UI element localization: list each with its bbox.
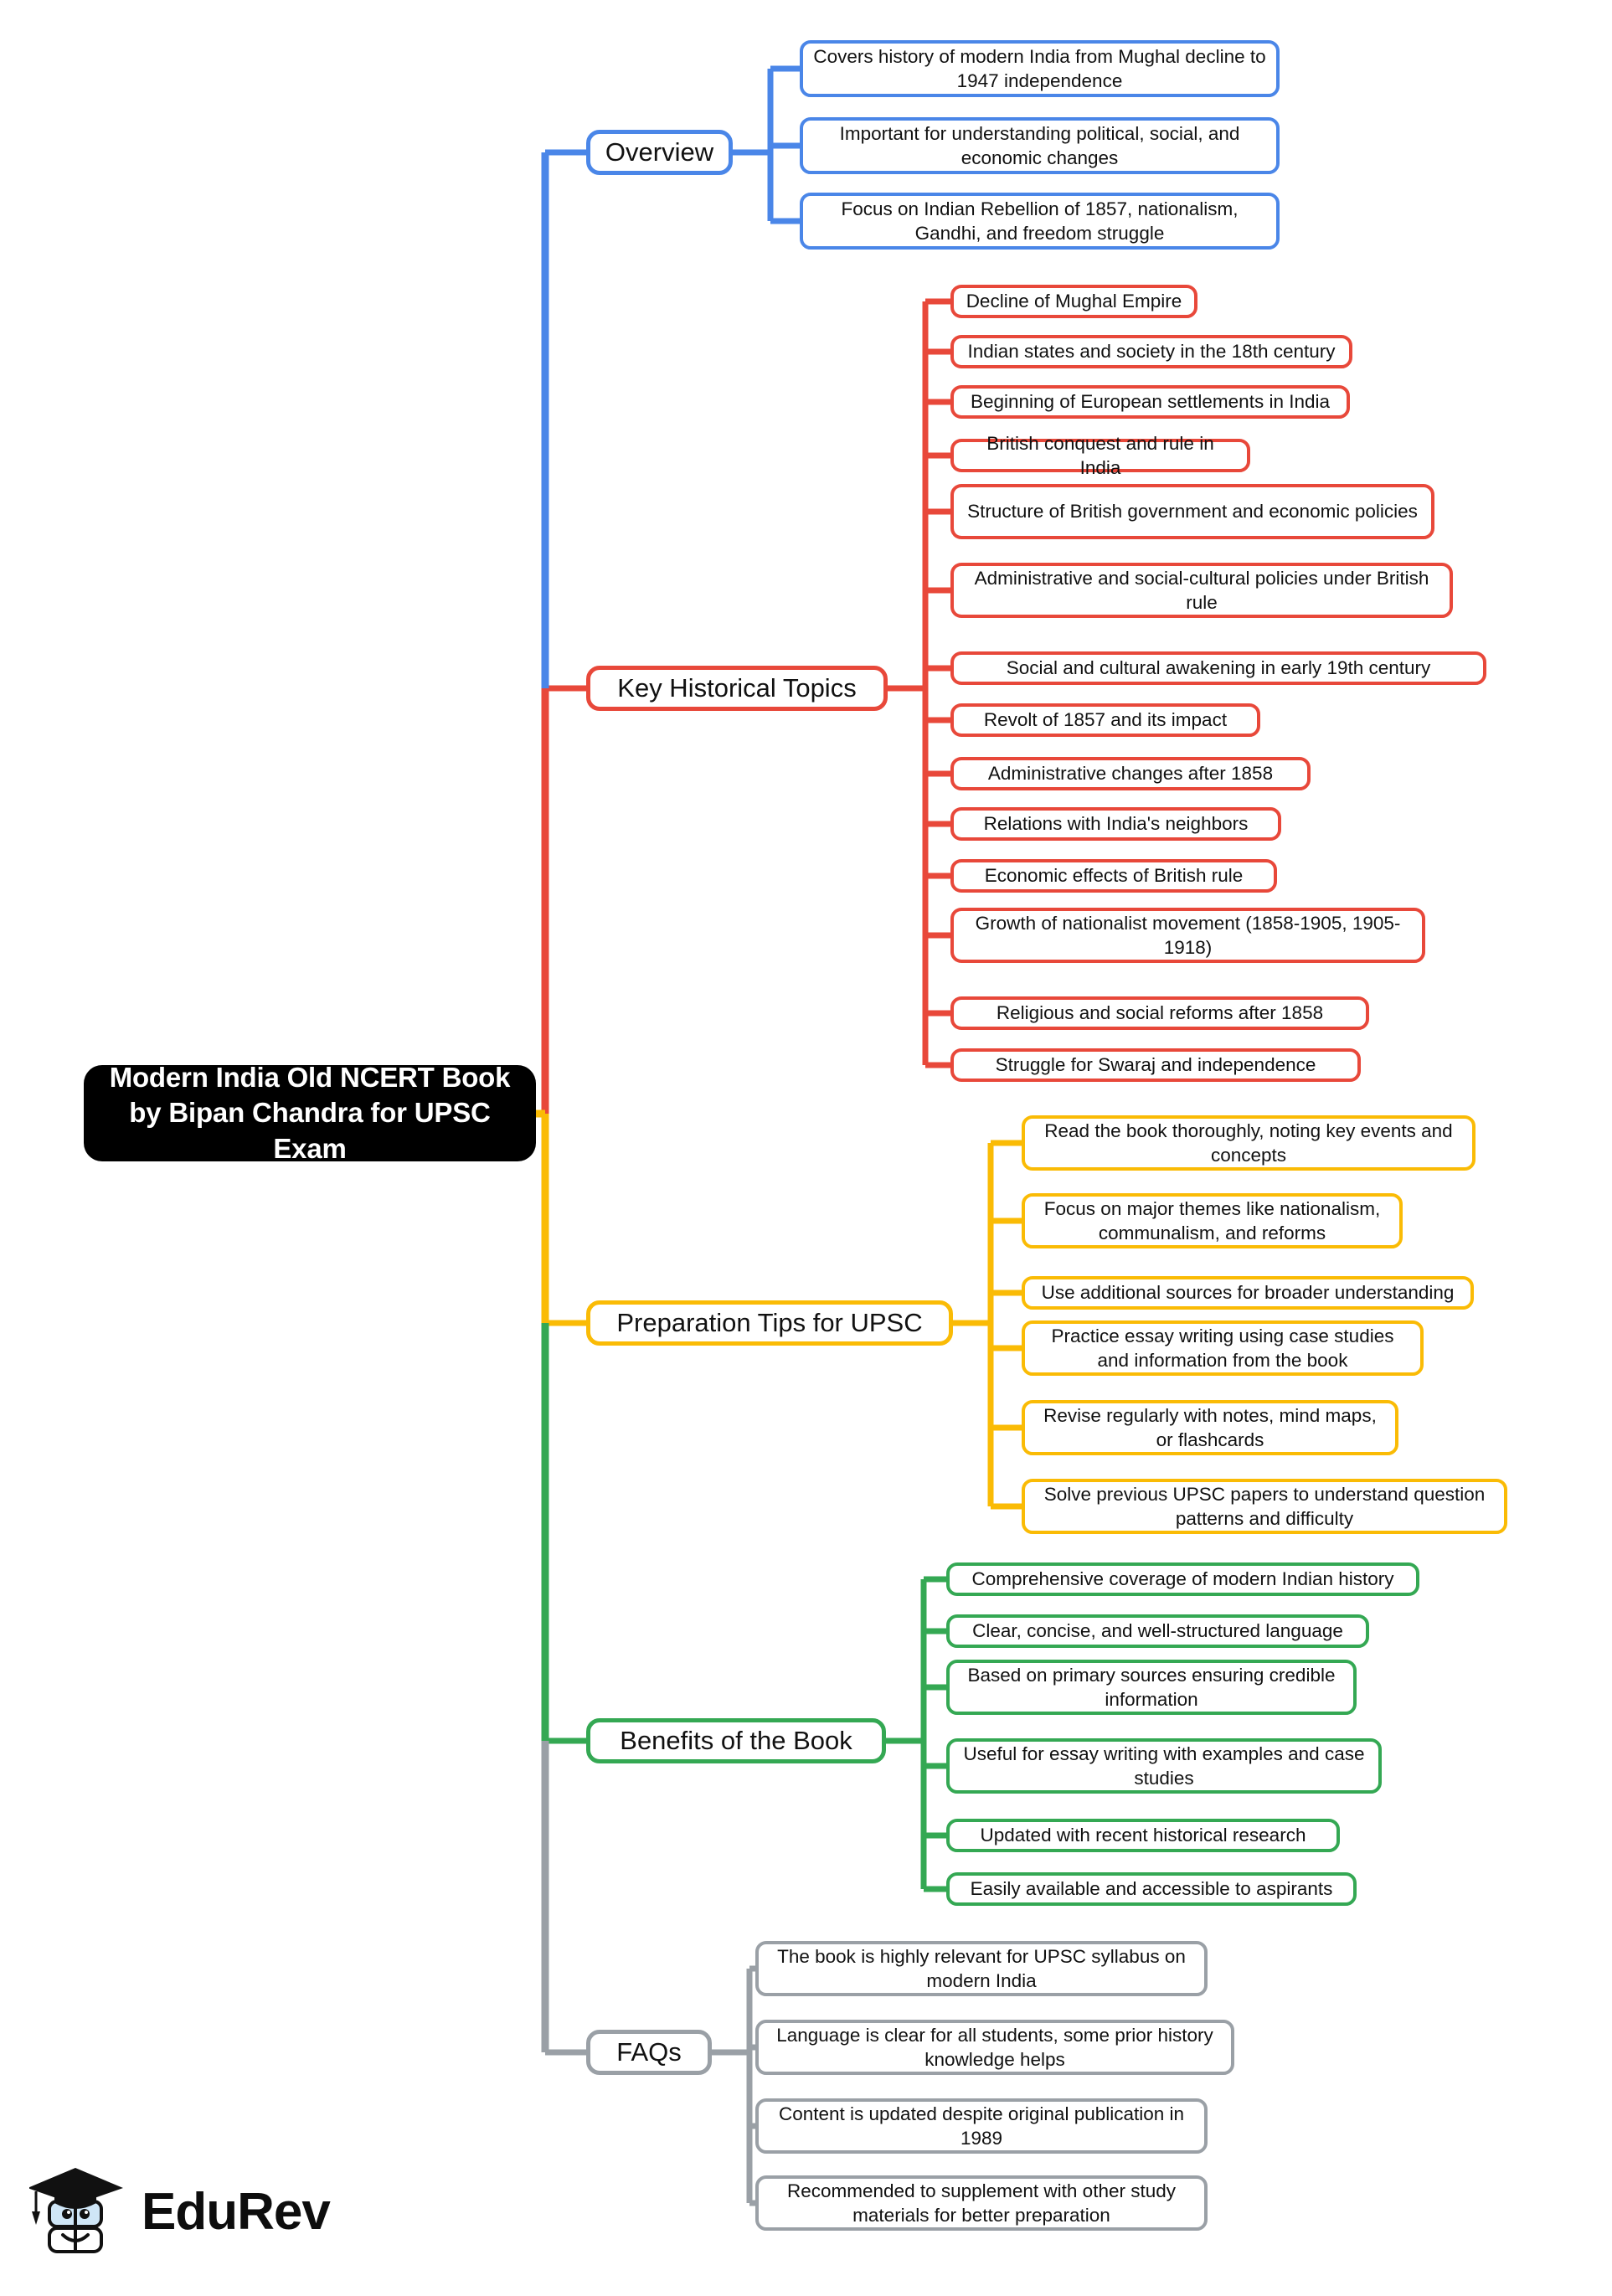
leaf-label: Administrative changes after 1858 [987,763,1274,785]
leaf-label: Social and cultural awakening in early 1… [1006,657,1431,679]
leaf-label: Read the book thoroughly, noting key eve… [1044,1120,1453,1166]
leaf-label: Growth of nationalist movement (1858-190… [975,912,1401,958]
leaf-node[interactable]: Focus on major themes like nationalism, … [1022,1193,1403,1248]
leaf-node[interactable]: Revolt of 1857 and its impact [950,703,1260,737]
leaf-label: Clear, concise, and well-structured lang… [972,1620,1343,1642]
leaf-label: Focus on major themes like nationalism, … [1043,1197,1381,1243]
leaf-label: Practice essay writing using case studie… [1051,1325,1394,1371]
leaf-node[interactable]: Administrative changes after 1858 [950,757,1311,790]
branch-label: FAQs [616,2036,682,2067]
leaf-node[interactable]: Important for understanding political, s… [800,117,1280,174]
leaf-node[interactable]: The book is highly relevant for UPSC syl… [755,1941,1208,1996]
leaf-node[interactable]: Struggle for Swaraj and independence [950,1048,1361,1082]
leaf-label: Covers history of modern India from Mugh… [813,45,1266,91]
leaf-label: Easily available and accessible to aspir… [970,1878,1333,1900]
leaf-node[interactable]: Revise regularly with notes, mind maps, … [1022,1400,1398,1455]
leaf-label: Updated with recent historical research [980,1825,1306,1846]
leaf-label: Struggle for Swaraj and independence [995,1054,1316,1076]
leaf-node[interactable]: Administrative and social-cultural polic… [950,563,1453,618]
leaf-node[interactable]: Solve previous UPSC papers to understand… [1022,1479,1507,1534]
leaf-label: Based on primary sources ensuring credib… [967,1664,1336,1710]
branch-label: Preparation Tips for UPSC [616,1307,923,1337]
leaf-node[interactable]: Easily available and accessible to aspir… [946,1872,1357,1906]
leaf-node[interactable]: Social and cultural awakening in early 1… [950,651,1486,685]
branch-label: Overview [605,136,714,167]
edurev-wordmark: EduRev [142,2182,331,2241]
leaf-node[interactable]: Beginning of European settlements in Ind… [950,385,1350,419]
leaf-label: Administrative and social-cultural polic… [974,567,1429,613]
leaf-node[interactable]: Religious and social reforms after 1858 [950,996,1369,1030]
leaf-label: Useful for essay writing with examples a… [963,1743,1365,1789]
branch-node-overview[interactable]: Overview [586,130,733,175]
leaf-node[interactable]: Clear, concise, and well-structured lang… [946,1614,1369,1648]
leaf-node[interactable]: Read the book thoroughly, noting key eve… [1022,1115,1476,1171]
leaf-label: Beginning of European settlements in Ind… [970,391,1331,413]
leaf-node[interactable]: Useful for essay writing with examples a… [946,1738,1382,1794]
branch-node-benefits[interactable]: Benefits of the Book [586,1718,886,1763]
leaf-label: Economic effects of British rule [984,865,1244,887]
leaf-label: Focus on Indian Rebellion of 1857, natio… [841,198,1239,244]
leaf-label: Content is updated despite original publ… [778,2103,1185,2149]
branch-label: Key Historical Topics [617,672,857,703]
leaf-label: Structure of British government and econ… [967,501,1418,523]
leaf-node[interactable]: Structure of British government and econ… [950,484,1434,539]
leaf-node[interactable]: Economic effects of British rule [950,859,1277,893]
leaf-node[interactable]: Based on primary sources ensuring credib… [946,1660,1357,1715]
leaf-node[interactable]: Growth of nationalist movement (1858-190… [950,908,1425,963]
leaf-label: Language is clear for all students, some… [776,2024,1213,2070]
leaf-label: Revolt of 1857 and its impact [983,709,1228,731]
leaf-node[interactable]: British conquest and rule in India [950,433,1250,478]
leaf-node[interactable]: Focus on Indian Rebellion of 1857, natio… [800,193,1280,250]
leaf-node[interactable]: Decline of Mughal Empire [950,285,1197,318]
leaf-node[interactable]: Content is updated despite original publ… [755,2098,1208,2154]
leaf-label: Comprehensive coverage of modern Indian … [971,1568,1394,1590]
leaf-node[interactable]: Practice essay writing using case studie… [1022,1320,1424,1376]
leaf-label: Indian states and society in the 18th ce… [967,341,1336,363]
leaf-label: Solve previous UPSC papers to understand… [1043,1483,1486,1529]
leaf-label: Recommended to supplement with other stu… [787,2180,1176,2226]
branch-label: Benefits of the Book [620,1725,852,1755]
leaf-node[interactable]: Comprehensive coverage of modern Indian … [946,1562,1419,1596]
leaf-node[interactable]: Indian states and society in the 18th ce… [950,335,1352,368]
root-node[interactable]: Modern India Old NCERT Book by Bipan Cha… [84,1062,536,1164]
branch-node-faqs[interactable]: FAQs [586,2030,712,2075]
leaf-node[interactable]: Updated with recent historical research [946,1819,1340,1852]
leaf-node[interactable]: Covers history of modern India from Mugh… [800,40,1280,97]
branch-node-prep_tips[interactable]: Preparation Tips for UPSC [586,1300,953,1346]
leaf-label: Revise regularly with notes, mind maps, … [1043,1404,1377,1450]
leaf-label: The book is highly relevant for UPSC syl… [777,1945,1186,1991]
branch-node-key_topics[interactable]: Key Historical Topics [586,666,888,711]
leaf-node[interactable]: Language is clear for all students, some… [755,2020,1234,2075]
leaf-label: Religious and social reforms after 1858 [996,1002,1324,1024]
leaf-label: Use additional sources for broader under… [1041,1282,1455,1304]
edurev-logo: EduRev [29,2149,348,2274]
leaf-label: Decline of Mughal Empire [966,291,1182,312]
root-title: Modern India Old NCERT Book by Bipan Cha… [109,1062,511,1164]
graduation-cap-book-mascot-icon [29,2168,123,2253]
leaf-node[interactable]: Relations with India's neighbors [950,807,1281,841]
leaf-node[interactable]: Recommended to supplement with other stu… [755,2175,1208,2231]
leaf-label: Important for understanding political, s… [839,122,1240,168]
leaf-label: British conquest and rule in India [986,432,1214,478]
leaf-label: Relations with India's neighbors [983,813,1249,835]
leaf-node[interactable]: Use additional sources for broader under… [1022,1276,1474,1310]
